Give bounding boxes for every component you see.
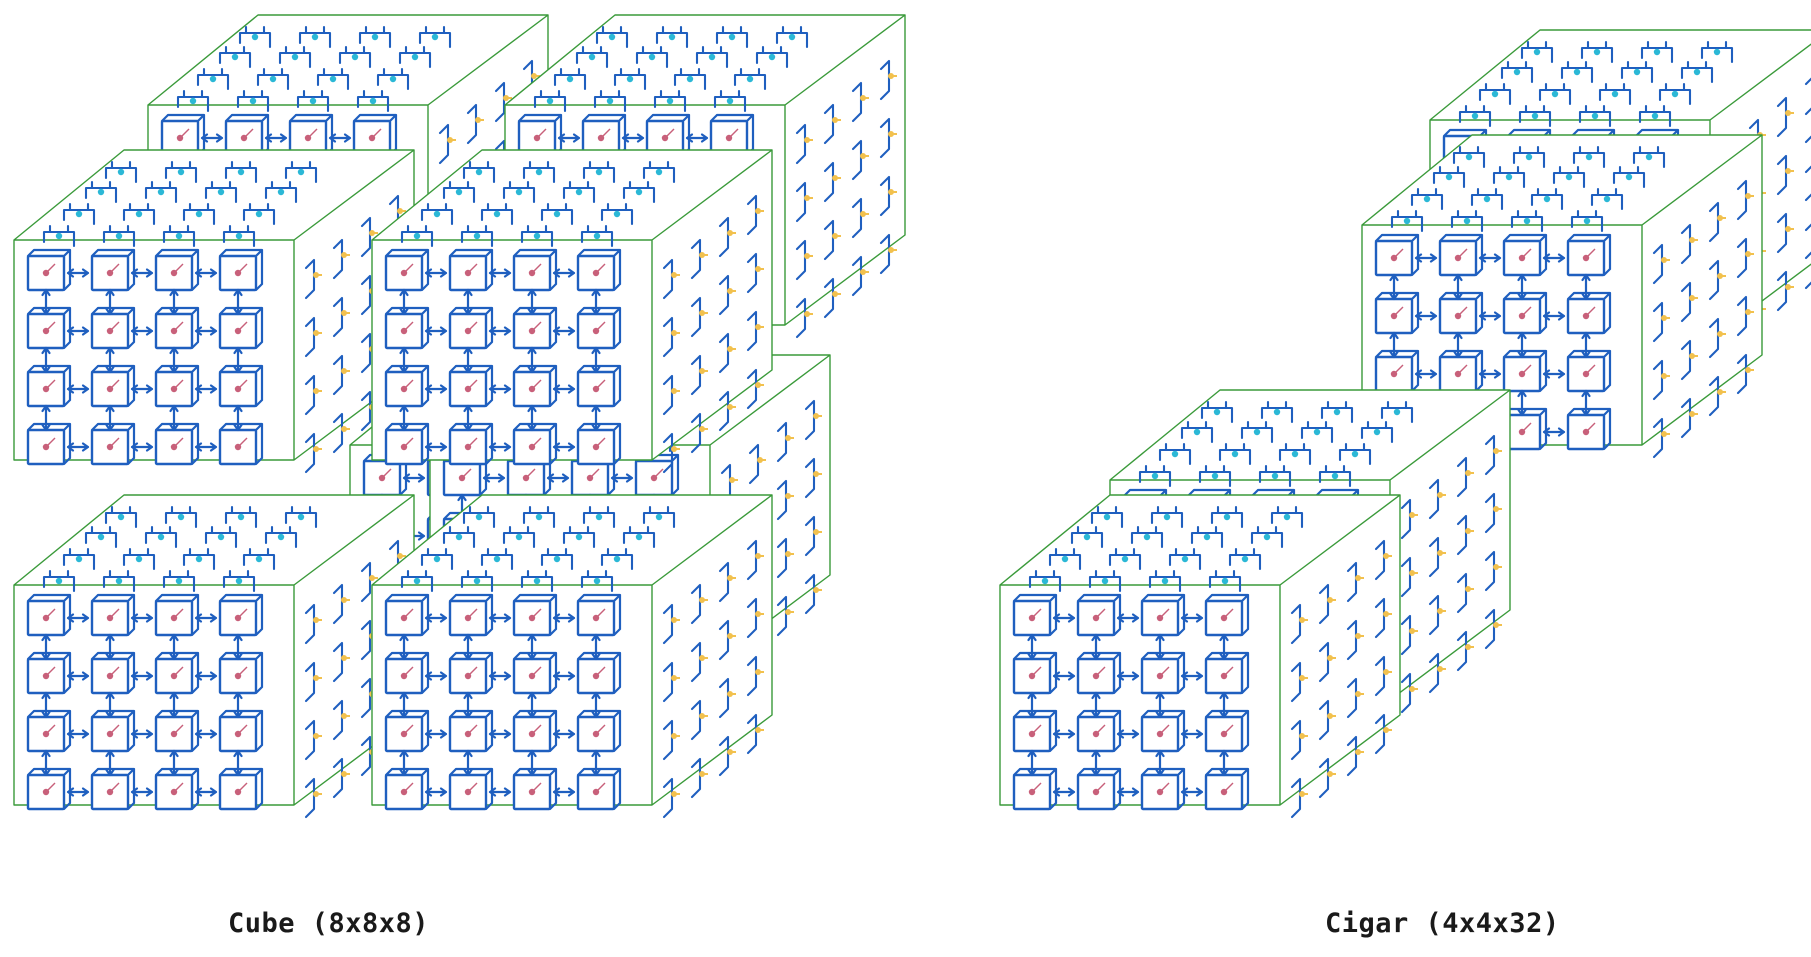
cube-block-front-top-left [14,150,414,472]
cigar-block-nearest [1000,495,1400,817]
cube-block-front-bottom-left [14,495,414,817]
cube-block-front-bottom-right [372,495,772,817]
cigar-caption: Cigar (4x4x32) [1325,908,1560,939]
cigar-topology [1000,30,1811,817]
cube-caption: Cube (8x8x8) [228,908,430,939]
cube-topology [14,15,905,817]
